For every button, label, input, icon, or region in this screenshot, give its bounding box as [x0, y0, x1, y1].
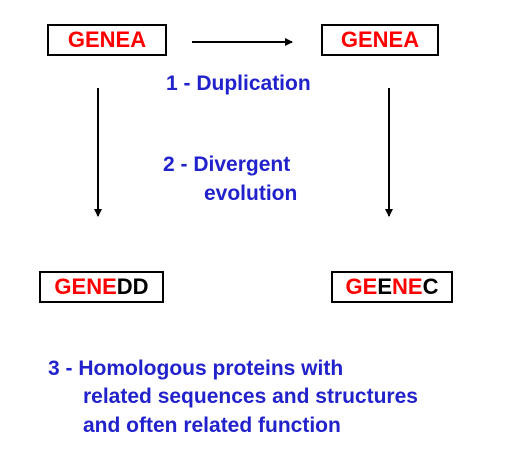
gene-label-duplicate: GENEA [340, 27, 420, 52]
gene-label-right-part1: GE [345, 274, 378, 299]
step3-label-line2: related sequences and structures [83, 385, 418, 408]
gene-label-source: GENEA [67, 27, 147, 52]
step1-label: 1 - Duplication [166, 72, 311, 95]
step3-label-line3: and often related function [83, 414, 341, 437]
gene-label-right-part3: NE [392, 274, 423, 299]
gene-box-duplicate: GENEA [321, 24, 439, 56]
step2-label-line2: evolution [204, 182, 298, 205]
step3-label-line1: 3 - Homologous proteins with [48, 357, 344, 380]
gene-box-source: GENEA [47, 24, 167, 56]
gene-label-left-prefix: GENE [54, 274, 117, 299]
step2-label-line1: 2 - Divergent [163, 153, 291, 176]
gene-label-left-suffix: DD [116, 274, 149, 299]
gene-label-right-part4: C [422, 274, 439, 299]
gene-box-right-result: GEENEC [331, 271, 453, 303]
gene-label-right-part2: E [377, 274, 393, 299]
gene-box-left-result: GENEDD [39, 271, 164, 303]
